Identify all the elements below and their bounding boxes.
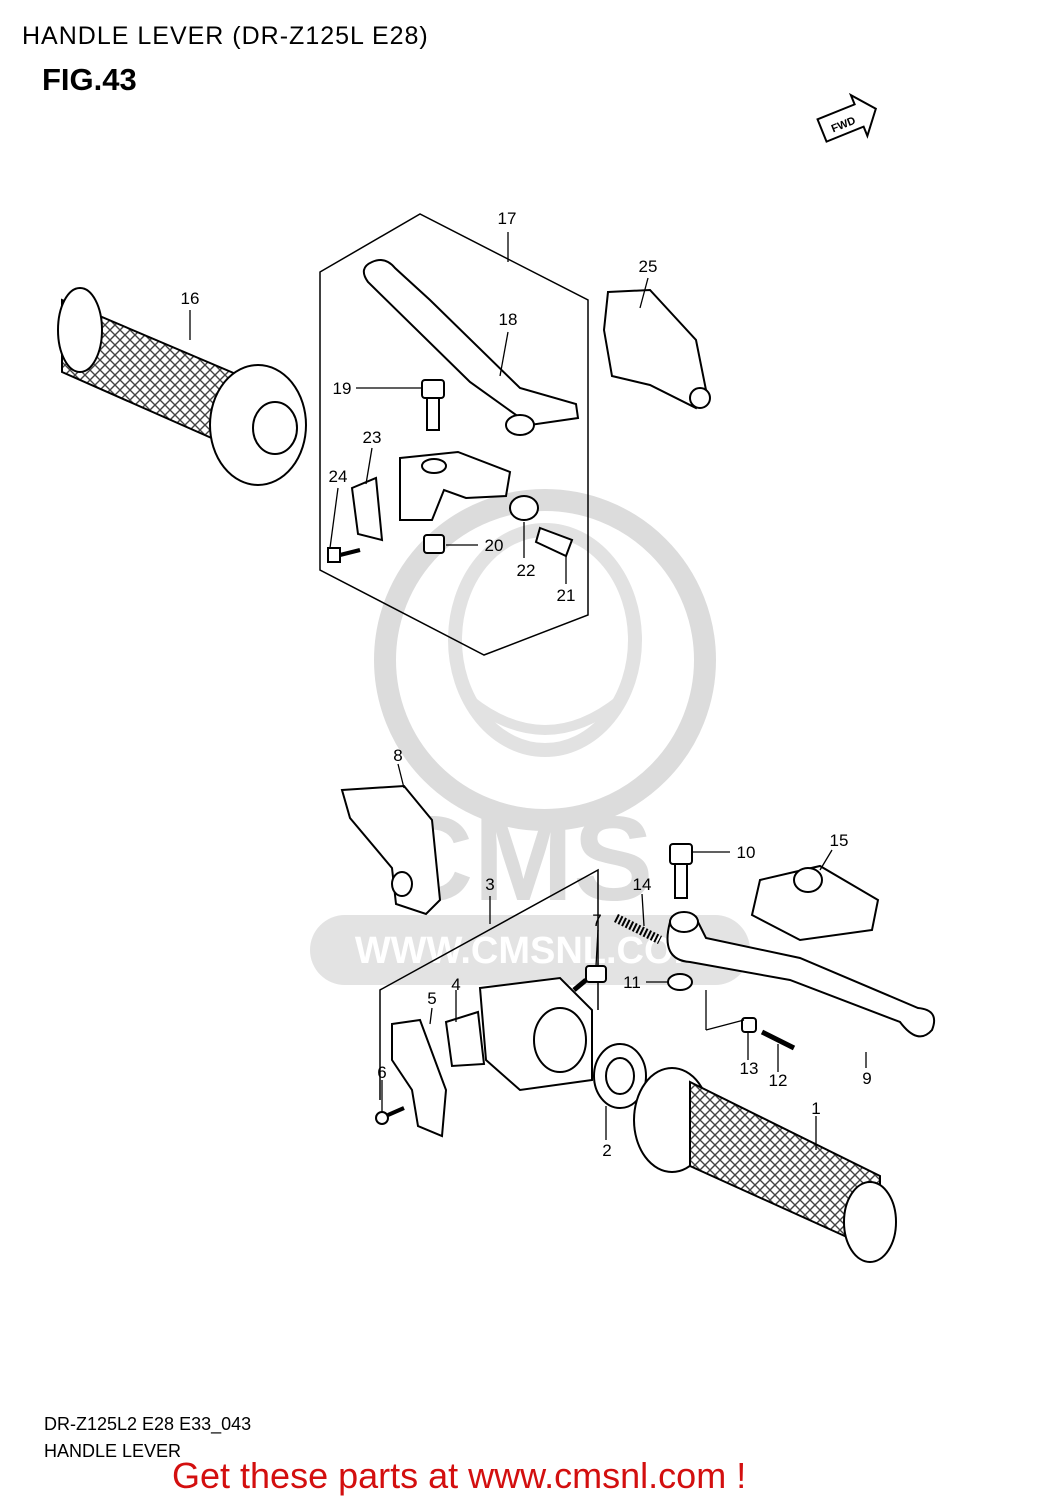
screw-7 xyxy=(572,965,607,992)
left-grip-16 xyxy=(57,287,307,486)
shop-link[interactable]: Get these parts at www.cmsnl.com ! xyxy=(172,1455,747,1496)
nut-20 xyxy=(423,534,445,554)
label-10: 10 xyxy=(737,843,756,862)
lever-cover-25 xyxy=(602,288,711,410)
label-13: 13 xyxy=(740,1059,759,1078)
nut-11 xyxy=(667,973,693,991)
page-title: HANDLE LEVER (DR-Z125L E28) xyxy=(22,22,429,50)
label-7: 7 xyxy=(592,911,601,930)
label-18: 18 xyxy=(499,310,518,329)
screw-6 xyxy=(375,1106,405,1125)
housing-half-4 xyxy=(444,1010,486,1068)
cable-guide-5 xyxy=(391,1018,448,1138)
right-grip-1 xyxy=(633,1067,897,1263)
spring-14 xyxy=(613,913,663,945)
label-9: 9 xyxy=(862,1069,871,1088)
clutch-lever-18 xyxy=(362,259,580,436)
assembly-outline-17 xyxy=(319,213,589,656)
pivot-bolt-19 xyxy=(421,379,445,431)
part-labels: 17 16 25 18 19 23 24 20 22 21 8 10 15 3 … xyxy=(181,209,872,1160)
leader-lines xyxy=(189,232,867,1150)
nut-13 xyxy=(741,1017,757,1033)
adjuster-bolt-12 xyxy=(760,1029,796,1051)
fwd-arrow-icon: FWD xyxy=(816,92,878,143)
label-15: 15 xyxy=(830,831,849,850)
label-21: 21 xyxy=(557,586,576,605)
label-11: 11 xyxy=(623,973,641,992)
label-5: 5 xyxy=(427,989,436,1008)
label-2: 2 xyxy=(602,1141,611,1160)
label-3: 3 xyxy=(485,875,494,894)
diagram-name: HANDLE LEVER xyxy=(44,1441,182,1461)
label-4: 4 xyxy=(451,975,460,994)
label-20: 20 xyxy=(485,536,504,555)
throttle-pulley-2 xyxy=(593,1043,647,1109)
label-6: 6 xyxy=(377,1063,386,1082)
label-12: 12 xyxy=(769,1071,788,1090)
label-17: 17 xyxy=(498,209,517,228)
label-8: 8 xyxy=(393,746,402,765)
figure-number: FIG.43 xyxy=(42,62,137,97)
label-24: 24 xyxy=(329,467,348,486)
adjuster-22 xyxy=(509,495,539,521)
pivot-bolt-10 xyxy=(669,843,693,899)
throttle-housing-3 xyxy=(478,976,593,1092)
clamp-bolt-24 xyxy=(327,547,361,563)
brake-lever-9 xyxy=(666,911,936,1038)
diagram-code: DR-Z125L2 E28 E33_043 xyxy=(44,1414,252,1434)
label-19: 19 xyxy=(333,379,352,398)
lever-cover-15 xyxy=(750,864,880,942)
label-1: 1 xyxy=(811,1099,820,1118)
throttle-tube-8 xyxy=(340,784,442,916)
lever-holder-23 xyxy=(350,450,512,542)
label-16: 16 xyxy=(181,289,200,308)
label-25: 25 xyxy=(639,257,658,276)
label-22: 22 xyxy=(517,561,536,580)
label-14: 14 xyxy=(633,875,652,894)
label-23: 23 xyxy=(363,428,382,447)
